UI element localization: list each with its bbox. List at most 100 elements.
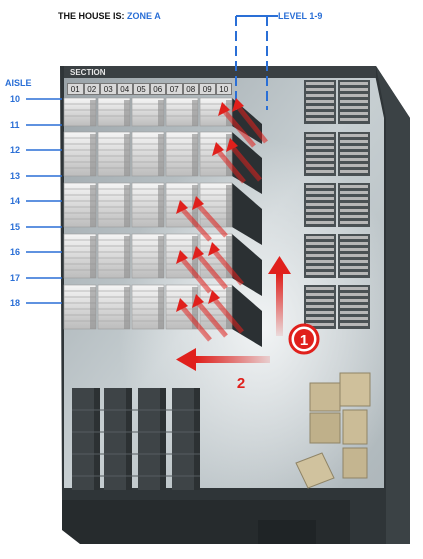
route-arrow-shaft bbox=[181, 208, 212, 242]
section-number: 03 bbox=[100, 83, 117, 95]
step-1-marker: 1 bbox=[288, 323, 320, 355]
right-rack-shelf-line bbox=[340, 82, 368, 85]
route-arrows bbox=[176, 98, 291, 371]
right-rack-shelf-line bbox=[306, 100, 334, 103]
aisle-number: 15 bbox=[10, 222, 21, 232]
right-rack-shelf-line bbox=[306, 266, 334, 269]
right-rack-shelf-line bbox=[340, 100, 368, 103]
route-arrow-head bbox=[192, 196, 204, 210]
step-1-label: 1 bbox=[300, 332, 308, 349]
right-rack-shelf-line bbox=[340, 185, 368, 188]
route-arrow-head bbox=[192, 246, 204, 260]
right-rack-shelf-line bbox=[340, 305, 368, 308]
house-title-label: THE HOUSE IS: bbox=[58, 11, 125, 21]
right-rack-shelf-line bbox=[306, 164, 334, 167]
route-arrow-shaft bbox=[223, 110, 256, 148]
right-rack-shelf-line bbox=[306, 191, 334, 194]
right-rack-shelf-line bbox=[306, 215, 334, 218]
rack-shelf-side bbox=[192, 100, 198, 126]
route-arrow-head bbox=[192, 294, 204, 308]
route-arrow-shaft bbox=[213, 250, 244, 286]
right-rack-shelf-line bbox=[306, 158, 334, 161]
right-rack-shelf-line bbox=[306, 248, 334, 251]
right-rack-shelf-line bbox=[340, 266, 368, 269]
right-rack-shelf-line bbox=[340, 112, 368, 115]
section-number: 09 bbox=[199, 83, 216, 95]
right-rack-shelf-line bbox=[340, 299, 368, 302]
rack-shelf-side bbox=[124, 134, 130, 176]
aisle-number: 14 bbox=[10, 196, 21, 206]
route-arrow-shaft bbox=[197, 302, 228, 338]
right-rack-shelf-line bbox=[340, 236, 368, 239]
rack-shelf-side bbox=[158, 134, 164, 176]
right-rack-shelf-line bbox=[340, 140, 368, 143]
rack-shelf-side bbox=[90, 185, 96, 227]
right-rack-shelf-line bbox=[306, 82, 334, 85]
route-arrow-head bbox=[218, 102, 230, 116]
level-indicator bbox=[235, 15, 278, 110]
rack-end-shadow bbox=[232, 183, 262, 245]
right-rack-shelf-line bbox=[340, 311, 368, 314]
section-number: 10 bbox=[215, 83, 232, 95]
route-arrow-shaft bbox=[231, 146, 262, 182]
right-rack-shelf-line bbox=[306, 311, 334, 314]
section-number: 07 bbox=[166, 83, 183, 95]
section-number: 01 bbox=[67, 83, 84, 95]
level-label: LEVEL 1-9 bbox=[278, 11, 323, 21]
rack-shelf-side bbox=[124, 287, 130, 329]
step-2-label: 2 bbox=[237, 375, 245, 392]
right-rack-shelf-line bbox=[306, 197, 334, 200]
route-arrow-head bbox=[176, 298, 188, 312]
route-arrow-shaft bbox=[181, 258, 212, 294]
right-rack-shelf-line bbox=[306, 287, 334, 290]
aisle-number: 12 bbox=[10, 145, 21, 155]
right-rack-shelf-line bbox=[340, 106, 368, 109]
right-rack-shelf-line bbox=[306, 323, 334, 326]
rack-shelf-side bbox=[124, 100, 130, 126]
right-rack-shelf-line bbox=[340, 323, 368, 326]
right-rack-shelf-line bbox=[340, 88, 368, 91]
right-rack-shelf-line bbox=[340, 293, 368, 296]
rack-shelf-side bbox=[226, 236, 232, 278]
rack-shelf-side bbox=[226, 287, 232, 329]
right-rack-shelf-line bbox=[340, 152, 368, 155]
right-rack-shelf-line bbox=[306, 305, 334, 308]
right-rack-shelf-line bbox=[306, 272, 334, 275]
rack-shelf-side bbox=[90, 100, 96, 126]
rack-shelf-side bbox=[124, 185, 130, 227]
right-rack-shelf-line bbox=[340, 209, 368, 212]
right-rack-shelf-line bbox=[306, 236, 334, 239]
right-rack-shelf-line bbox=[306, 88, 334, 91]
rack-shelf-side bbox=[158, 185, 164, 227]
right-rack-shelf-line bbox=[340, 94, 368, 97]
right-rack-shelf-line bbox=[306, 185, 334, 188]
route-arrow-head bbox=[212, 142, 224, 156]
right-rack-shelf-line bbox=[306, 112, 334, 115]
right-rack-shelf-line bbox=[340, 158, 368, 161]
aisle-number: 18 bbox=[10, 298, 21, 308]
aisle-number: 10 bbox=[10, 94, 21, 104]
rack-shelf-side bbox=[158, 100, 164, 126]
right-rack-shelf-line bbox=[306, 170, 334, 173]
aisle-number: 11 bbox=[10, 120, 20, 130]
aisle-number: 13 bbox=[10, 171, 21, 181]
right-rack-shelf-line bbox=[306, 118, 334, 121]
rack-shelf-side bbox=[90, 236, 96, 278]
rack-shelf-side bbox=[158, 236, 164, 278]
rack-shelf-side bbox=[124, 236, 130, 278]
route-arrow-head bbox=[226, 138, 238, 152]
right-rack-shelf-line bbox=[306, 94, 334, 97]
pallet-boxes bbox=[295, 372, 371, 489]
zone-value: ZONE A bbox=[127, 11, 161, 21]
rack-shelf-side bbox=[192, 287, 198, 329]
right-rack-shelf-line bbox=[340, 215, 368, 218]
rack-shelf-side bbox=[90, 287, 96, 329]
aisle-tick-lines bbox=[26, 98, 62, 304]
right-rack-shelf-line bbox=[306, 242, 334, 245]
rack-shelf-side bbox=[226, 185, 232, 227]
route-arrow-head bbox=[208, 290, 220, 304]
right-rack-shelf-line bbox=[340, 118, 368, 121]
right-rack-shelf-line bbox=[340, 146, 368, 149]
